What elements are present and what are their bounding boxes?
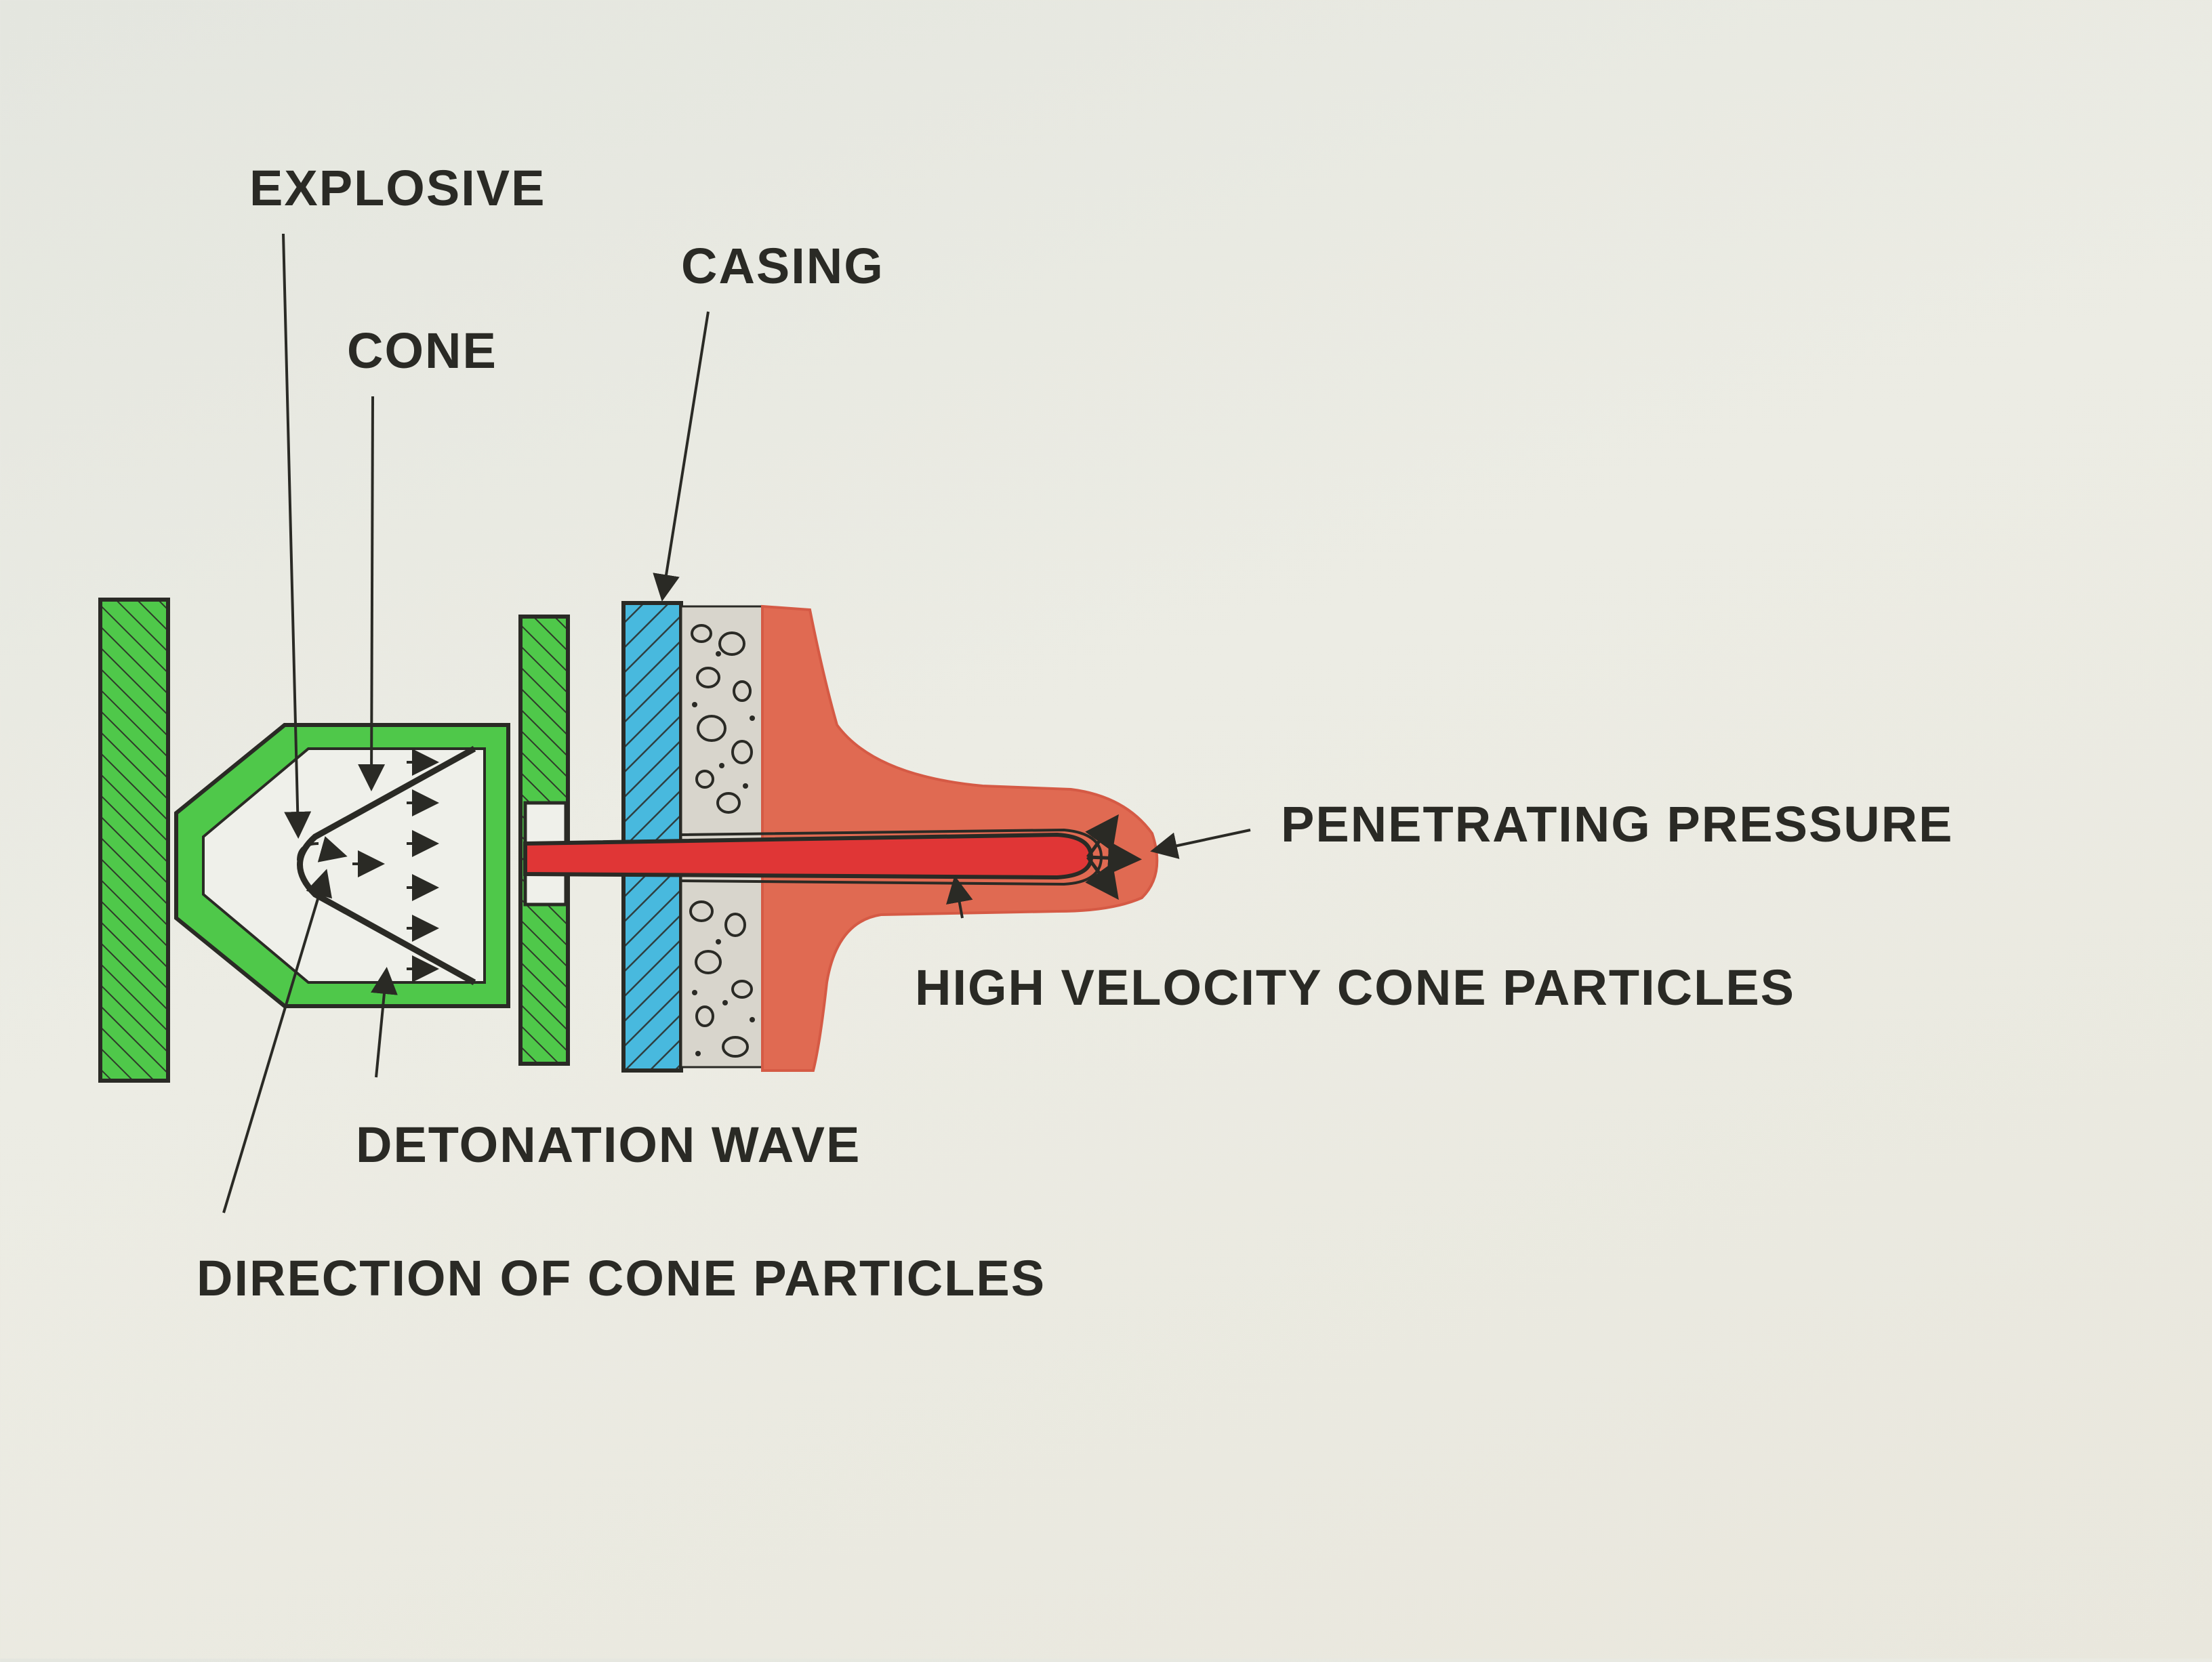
label-detonation-wave: DETONATION WAVE <box>356 1117 861 1173</box>
detonation-wave-arrows <box>317 749 439 982</box>
cement-layer <box>680 605 764 1068</box>
pressure-arrows <box>1085 814 1142 900</box>
jet <box>523 828 1103 886</box>
charge-case <box>174 723 510 1008</box>
label-high-velocity-cone-particles: HIGH VELOCITY CONE PARTICLES <box>915 959 1795 1016</box>
leader-lines <box>222 233 1251 1213</box>
label-direction-of-cone-particles: DIRECTION OF CONE PARTICLES <box>197 1250 1046 1306</box>
label-casing: CASING <box>681 238 884 294</box>
label-explosive: EXPLOSIVE <box>249 160 546 216</box>
label-cone: CONE <box>347 323 497 379</box>
label-penetrating-pressure: PENETRATING PRESSURE <box>1281 796 1954 852</box>
casing-wall <box>621 601 683 1073</box>
gun-wall-left <box>98 598 170 1083</box>
